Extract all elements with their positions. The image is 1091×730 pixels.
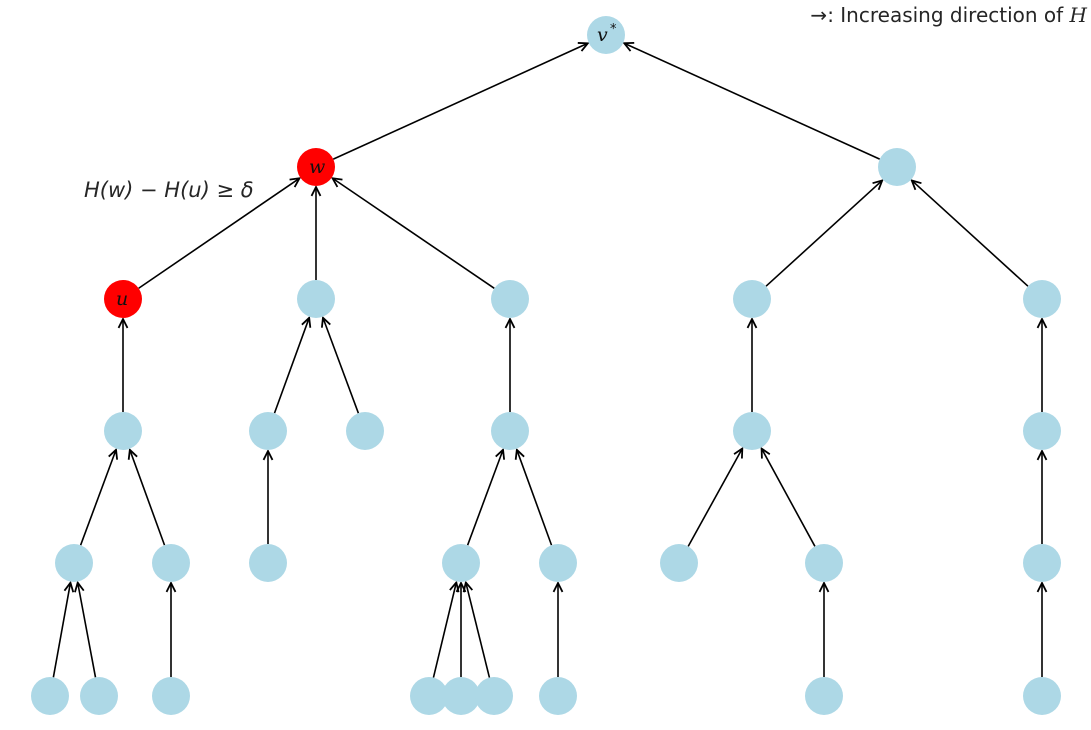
edge-w-to-vstar (332, 43, 588, 160)
legend-text: : Increasing direction of (827, 3, 1070, 27)
node-c6 (1023, 412, 1061, 450)
node-e5 (442, 677, 480, 715)
node-e4 (410, 677, 448, 715)
node-label-u: u (116, 288, 128, 310)
node-w (297, 148, 335, 186)
edge-r1-to-vstar (624, 43, 881, 160)
edge-c2-to-a2 (273, 318, 309, 414)
node-c2 (249, 412, 287, 450)
node-b2 (1023, 280, 1061, 318)
edge-d1-to-c1 (79, 450, 116, 546)
node-c3 (346, 412, 384, 450)
edges-layer (52, 43, 1042, 678)
node-e6 (475, 677, 513, 715)
node-c1 (104, 412, 142, 450)
edge-d2-to-c1 (130, 450, 166, 546)
node-r1 (878, 148, 916, 186)
edge-e1-to-d1 (52, 583, 70, 678)
node-d4 (442, 544, 480, 582)
edge-a3-to-w (333, 178, 495, 289)
node-d2 (152, 544, 190, 582)
node-d8 (1023, 544, 1061, 582)
node-u (104, 280, 142, 318)
node-a2 (297, 280, 335, 318)
edge-d6-to-c5 (687, 449, 742, 547)
edge-e4-to-d4 (432, 582, 456, 678)
edge-u-to-w (138, 178, 300, 289)
edge-c3-to-a2 (323, 318, 360, 414)
node-d6 (660, 544, 698, 582)
difference-annotation: H(w) − H(u) ≥ δ (84, 178, 254, 202)
nodes-layer: v* w u (31, 16, 1061, 715)
node-e2 (80, 677, 118, 715)
legend-arrow: → (810, 3, 828, 27)
legend: →: Increasing direction of H (810, 3, 1087, 27)
node-c5 (733, 412, 771, 450)
edge-b1-to-r1 (765, 180, 882, 287)
node-a3 (491, 280, 529, 318)
node-d5 (539, 544, 577, 582)
node-e9 (1023, 677, 1061, 715)
node-vstar (587, 16, 625, 54)
edge-e2-to-d1 (78, 583, 97, 678)
edge-d5-to-c4 (517, 450, 553, 546)
node-d7 (805, 544, 843, 582)
node-label-sup-vstar: * (610, 22, 617, 37)
node-e1 (31, 677, 69, 715)
edge-b2-to-r1 (912, 180, 1029, 287)
node-label-vstar: v (597, 24, 608, 46)
node-e3 (152, 677, 190, 715)
node-label-w: w (309, 156, 325, 178)
legend-symbol: H (1069, 3, 1087, 27)
node-c4 (491, 412, 529, 450)
node-e8 (805, 677, 843, 715)
edge-e6-to-d4 (466, 582, 491, 678)
node-d3 (249, 544, 287, 582)
node-b1 (733, 280, 771, 318)
annotation-text: H(w) − H(u) ≥ δ (84, 178, 254, 202)
node-e7 (539, 677, 577, 715)
node-d1 (55, 544, 93, 582)
edge-d7-to-c5 (762, 449, 816, 547)
edge-d4-to-c4 (466, 450, 503, 546)
